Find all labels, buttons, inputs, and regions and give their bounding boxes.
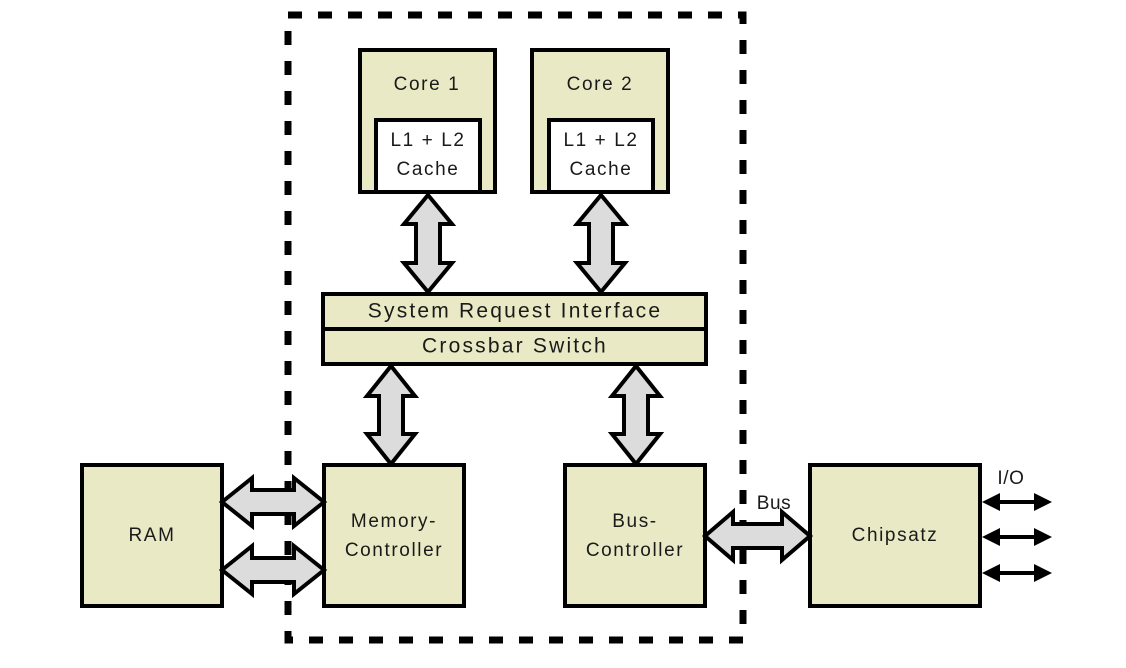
core-1-group[interactable]: Core 1 L1 + L2 Cache — [358, 48, 497, 194]
arrow-core1-to-system-request-interface — [399, 191, 457, 296]
core-2-cache-box[interactable] — [547, 118, 655, 194]
bus-controller-label-line2: Controller — [586, 540, 684, 561]
io-arrow-lane-2 — [982, 528, 1052, 546]
memory-controller-group[interactable]: Memory- Controller — [322, 463, 466, 608]
arrow-crossbar-to-memory-controller — [362, 362, 420, 468]
io-label: I/O — [997, 468, 1024, 489]
memory-controller-label-line2: Controller — [345, 540, 443, 561]
memory-controller-label-line1: Memory- — [351, 511, 437, 532]
chipsatz-group[interactable]: Chipsatz — [808, 463, 982, 608]
core-1-cache-label-line1: L1 + L2 — [390, 130, 465, 151]
memory-controller-box[interactable] — [322, 463, 466, 608]
core-1-label: Core 1 — [394, 74, 461, 95]
bus-controller-group[interactable]: Bus- Controller — [563, 463, 707, 608]
arrow-ram-to-memory-controller-upper — [218, 473, 328, 531]
core-2-label: Core 2 — [567, 74, 634, 95]
arrow-ram-to-memory-controller-lower — [218, 541, 328, 599]
bus-controller-label-line1: Bus- — [612, 511, 657, 532]
bus-controller-box[interactable] — [563, 463, 707, 608]
arrow-core2-to-system-request-interface — [572, 191, 630, 296]
core-2-cache-label-line2: Cache — [570, 159, 633, 180]
ram-box[interactable] — [80, 463, 224, 608]
crossbar-switch-box[interactable] — [321, 327, 708, 366]
core-1-cache-label-line2: Cache — [397, 159, 460, 180]
system-request-interface-group[interactable]: System Request Interface — [321, 292, 708, 331]
io-arrow-lane-3 — [982, 564, 1052, 582]
core-2-group[interactable]: Core 2 L1 + L2 Cache — [530, 48, 670, 194]
io-arrow-lane-1 — [982, 493, 1052, 511]
crossbar-switch-group[interactable]: Crossbar Switch — [321, 327, 708, 366]
ram-group[interactable]: RAM — [80, 463, 224, 608]
core-2-cache-label-line1: L1 + L2 — [563, 130, 638, 151]
system-request-interface-label: System Request Interface — [368, 300, 662, 323]
bus-label: Bus — [757, 493, 792, 514]
arrow-bus-controller-to-chipsatz — [701, 507, 814, 565]
arrow-crossbar-to-bus-controller — [607, 362, 665, 468]
crossbar-switch-label: Crossbar Switch — [422, 335, 608, 358]
ram-label: RAM — [128, 525, 175, 546]
chipsatz-label: Chipsatz — [852, 525, 939, 546]
